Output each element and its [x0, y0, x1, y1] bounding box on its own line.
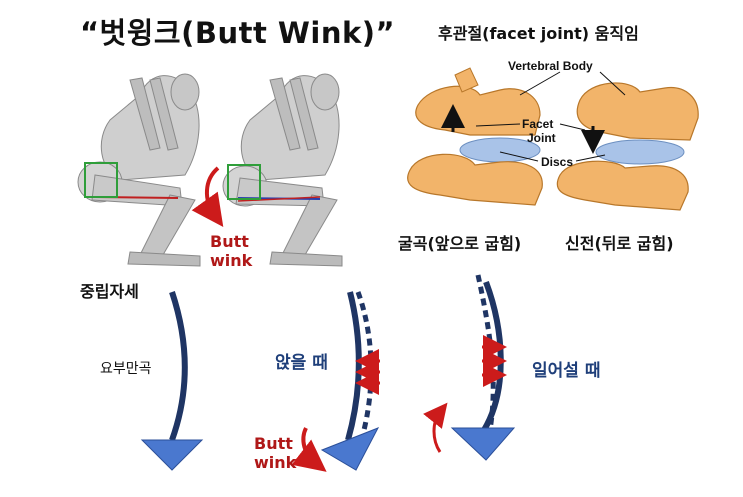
standing-arrow — [423, 402, 448, 453]
vertebra-extension — [556, 82, 699, 211]
vertebra-flexion — [407, 67, 543, 206]
spine-curve-sitting — [320, 291, 380, 471]
butt-wink-arrow-top — [191, 166, 224, 228]
label-joint: Joint — [527, 131, 556, 145]
lordosis-label: 요부만곡 — [100, 361, 152, 377]
sitting-label: 앉을 때 — [275, 353, 328, 373]
squat-buttwink-line1: Butt — [210, 232, 249, 251]
label-discs: Discs — [541, 155, 573, 169]
flexion-caption: 굴곡(앞으로 굽힘) — [398, 234, 522, 253]
spine-curve-neutral — [140, 291, 204, 471]
neutral-label: 중립자세 — [80, 282, 139, 301]
extension-caption: 신전(뒤로 굽힘) — [565, 234, 674, 253]
butt-wink-arrow-bottom — [291, 427, 327, 472]
facet-title: 후관절(facet joint) 움직임 — [438, 24, 639, 43]
label-facet: Facet — [522, 117, 553, 131]
squat-figure-neutral — [77, 73, 201, 267]
spine-buttwink-line1: Butt — [254, 434, 293, 453]
squat-figure-buttwink — [222, 73, 343, 267]
squat-buttwink-line2: wink — [210, 251, 253, 270]
squat-buttwink-label: Butt wink — [210, 232, 252, 270]
standing-label: 일어설 때 — [532, 361, 601, 381]
spine-buttwink-line2: wink — [254, 453, 297, 472]
page-title: “벗윙크(Butt Wink)” — [80, 16, 396, 50]
label-vertebral-body: Vertebral Body — [508, 59, 593, 73]
spine-curve-standing — [450, 274, 516, 461]
spine-buttwink-label: Butt wink — [254, 434, 296, 472]
